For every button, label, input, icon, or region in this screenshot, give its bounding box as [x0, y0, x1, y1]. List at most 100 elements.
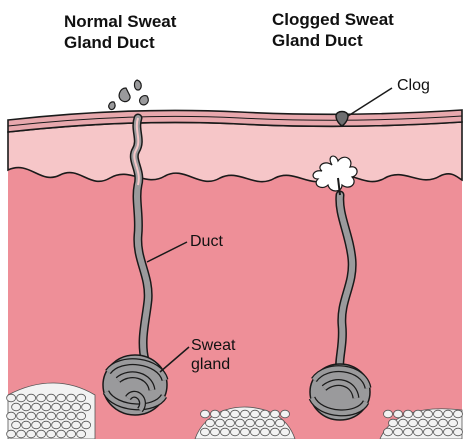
- fat-cell: [419, 419, 428, 427]
- fat-cell: [276, 419, 285, 427]
- fat-cell: [32, 421, 41, 429]
- fat-cell: [444, 428, 453, 436]
- clog-pointer-line: [348, 88, 392, 116]
- fat-cell: [17, 412, 26, 420]
- normal-duct-title: Normal Sweat Gland Duct: [64, 11, 176, 53]
- fat-cell: [42, 421, 51, 429]
- fat-cell: [449, 419, 458, 427]
- sweat-drop-icon: [119, 88, 130, 102]
- fat-cell: [414, 410, 423, 418]
- fat-cell: [57, 412, 66, 420]
- fat-cell: [77, 430, 86, 438]
- fat-cell: [389, 419, 398, 427]
- fat-cell: [77, 394, 86, 402]
- sweat-drop-icon: [109, 102, 115, 110]
- fat-cell: [429, 419, 438, 427]
- fat-cell: [82, 421, 91, 429]
- sweat-drop-icon: [134, 80, 141, 90]
- fat-cell: [271, 428, 280, 436]
- fat-cell: [424, 410, 433, 418]
- fat-cell: [231, 428, 240, 436]
- fat-cell: [444, 410, 453, 418]
- fat-cell: [17, 394, 26, 402]
- fat-cell: [22, 421, 31, 429]
- fat-cell: [22, 403, 31, 411]
- fat-cell: [404, 410, 413, 418]
- fat-cell: [27, 430, 36, 438]
- clog-label: Clog: [397, 76, 430, 95]
- fat-cell: [47, 430, 56, 438]
- fat-cell: [434, 428, 443, 436]
- fat-cell: [251, 428, 260, 436]
- normal-sweat-gland: [103, 355, 167, 415]
- fat-cell: [37, 430, 46, 438]
- fat-cell: [454, 428, 463, 436]
- fat-cell: [7, 430, 16, 438]
- fat-cell: [221, 428, 230, 436]
- fat-cell: [17, 430, 26, 438]
- fat-cell: [384, 410, 393, 418]
- fat-cell: [211, 428, 220, 436]
- fat-cell: [241, 428, 250, 436]
- fat-cell: [261, 410, 270, 418]
- fat-cell: [414, 428, 423, 436]
- fat-cell: [52, 421, 61, 429]
- fat-cell: [27, 394, 36, 402]
- fat-cell: [241, 410, 250, 418]
- clogged-sweat-gland: [310, 364, 370, 420]
- fat-cell: [27, 412, 36, 420]
- fat-cell: [62, 421, 71, 429]
- sweat-drop-icon: [140, 96, 149, 105]
- fat-cell: [439, 419, 448, 427]
- fat-cell: [77, 412, 86, 420]
- fat-cell: [62, 403, 71, 411]
- fat-cell: [82, 403, 91, 411]
- epidermis-layer: [8, 122, 462, 182]
- fat-cell: [271, 410, 280, 418]
- fat-cell: [52, 403, 61, 411]
- fat-cell: [37, 412, 46, 420]
- fat-cell: [206, 419, 215, 427]
- fat-cell: [266, 419, 275, 427]
- fat-cell: [394, 410, 403, 418]
- fat-cell: [424, 428, 433, 436]
- fat-cell: [12, 421, 21, 429]
- fat-cell: [32, 403, 41, 411]
- fat-cell: [72, 421, 81, 429]
- fat-cell: [211, 410, 220, 418]
- fat-cell: [281, 410, 290, 418]
- fat-cell: [72, 403, 81, 411]
- fat-cell: [281, 428, 290, 436]
- fat-cell: [67, 430, 76, 438]
- fat-cell: [67, 412, 76, 420]
- fat-cell: [256, 419, 265, 427]
- fat-cell: [261, 428, 270, 436]
- fat-cell: [37, 394, 46, 402]
- fat-cell: [226, 419, 235, 427]
- fat-cell: [42, 403, 51, 411]
- fat-cell: [67, 394, 76, 402]
- fat-cell: [404, 428, 413, 436]
- fat-cell: [231, 410, 240, 418]
- fat-cell: [201, 428, 210, 436]
- fat-cell: [7, 394, 16, 402]
- fat-cell: [399, 419, 408, 427]
- clogged-duct-title: Clogged Sweat Gland Duct: [272, 9, 394, 51]
- fat-cell: [409, 419, 418, 427]
- fat-cell: [454, 410, 463, 418]
- fat-cell: [216, 419, 225, 427]
- fat-cell: [394, 428, 403, 436]
- fat-cell: [251, 410, 260, 418]
- fat-cell: [236, 419, 245, 427]
- fat-cell: [434, 410, 443, 418]
- fat-cell: [201, 410, 210, 418]
- fat-cell: [221, 410, 230, 418]
- sweat-gland-label: Sweat gland: [191, 336, 235, 374]
- fat-cell: [47, 394, 56, 402]
- duct-label: Duct: [190, 232, 223, 251]
- fat-cell: [246, 419, 255, 427]
- fat-cell: [57, 394, 66, 402]
- fat-cell: [47, 412, 56, 420]
- fat-cell: [57, 430, 66, 438]
